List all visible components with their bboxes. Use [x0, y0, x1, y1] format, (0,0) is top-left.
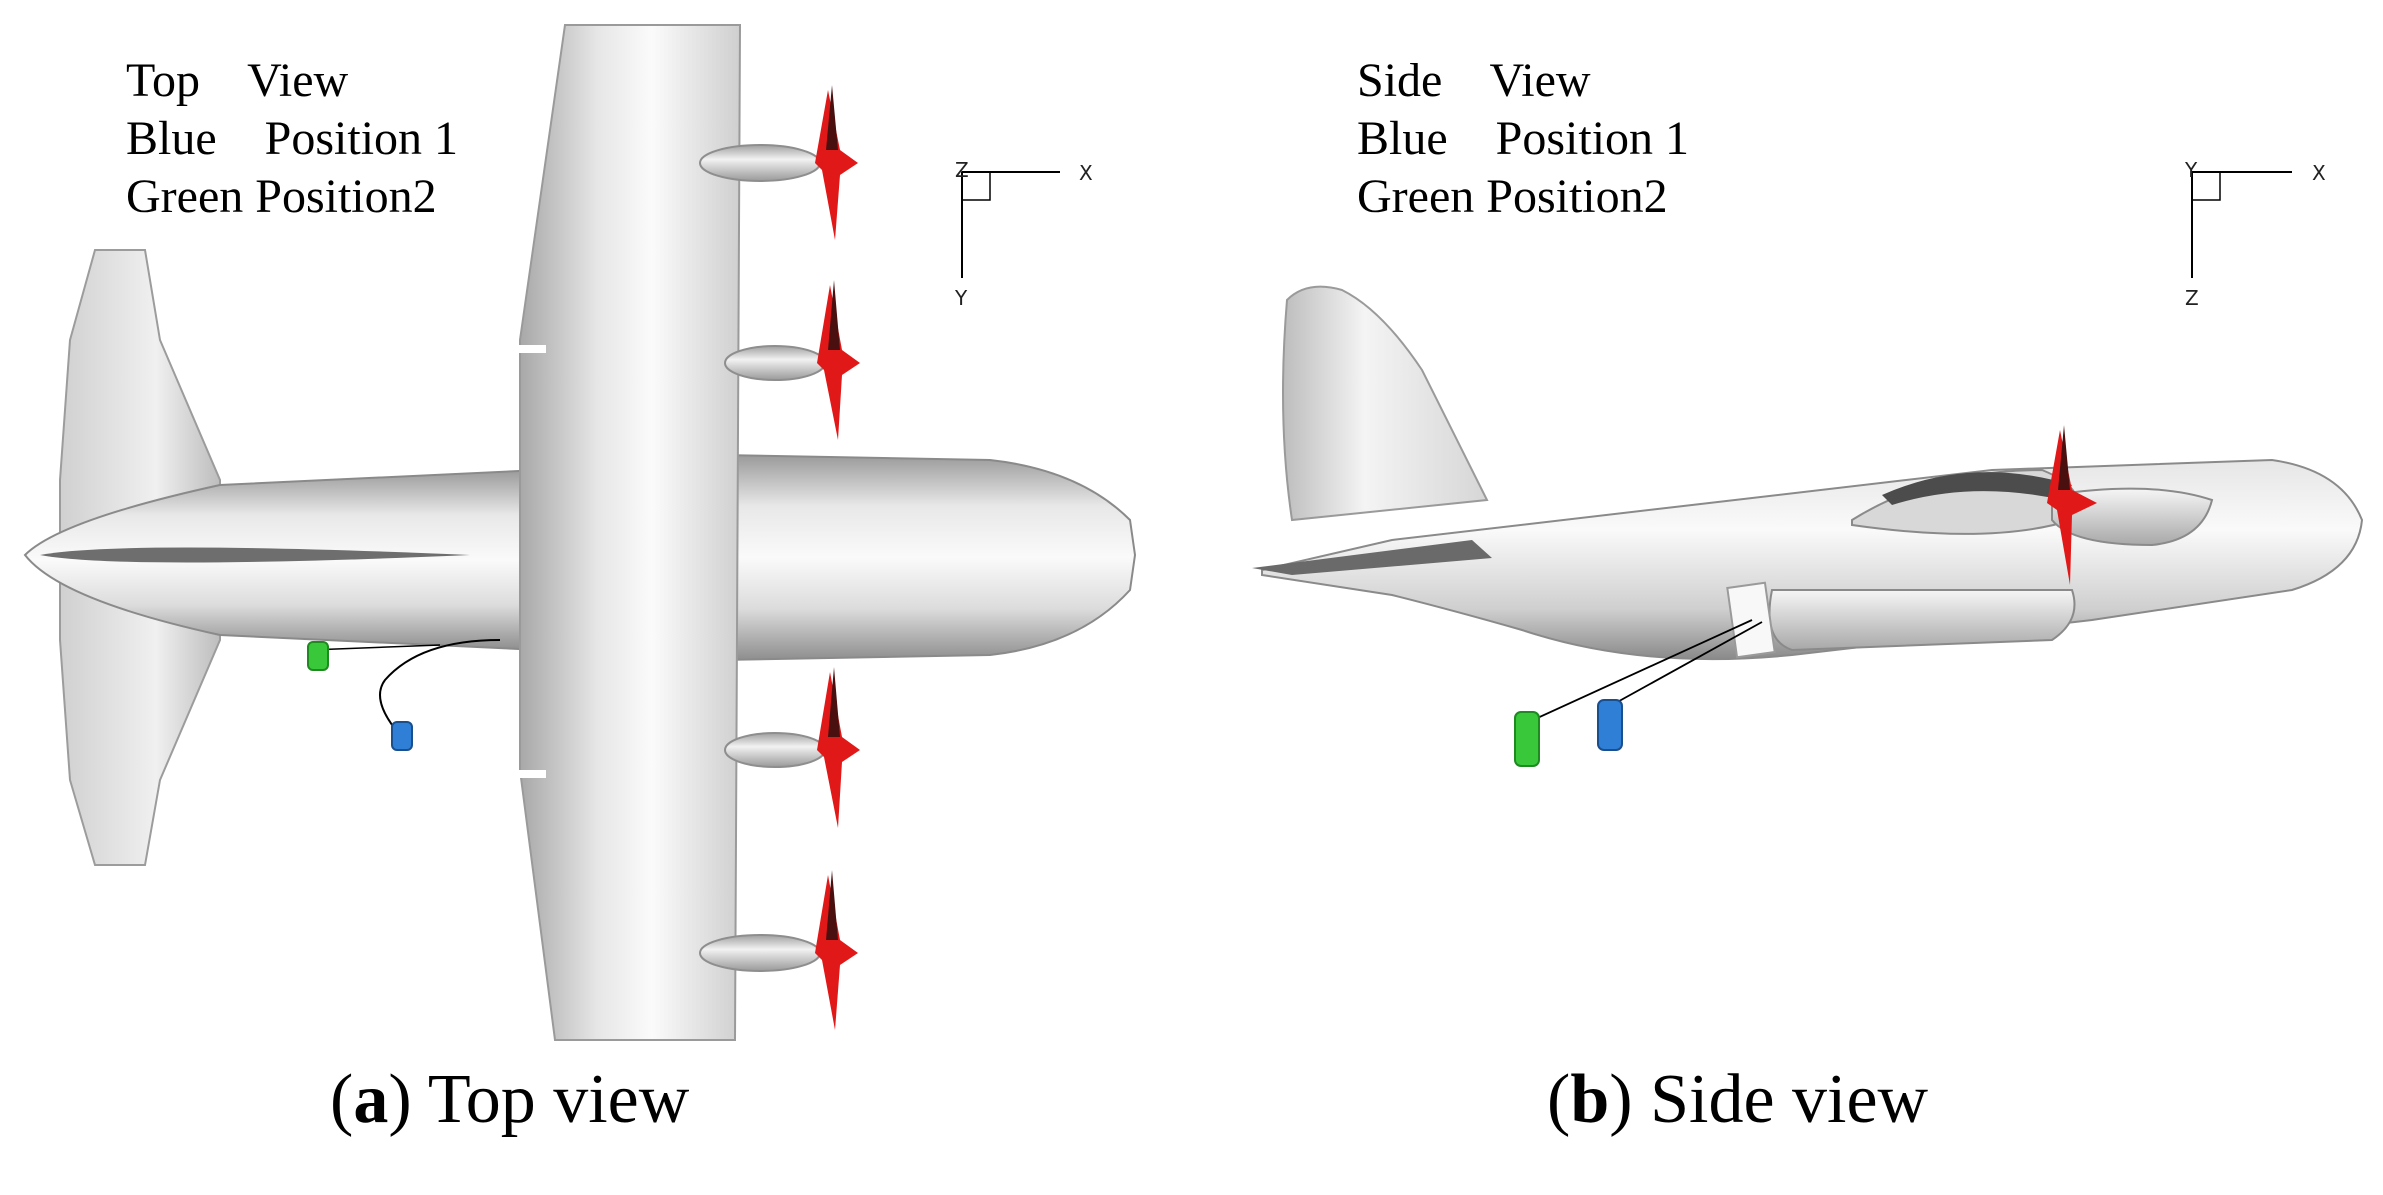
flap-lower: [518, 770, 546, 778]
wing-dark: [1882, 472, 2072, 505]
side-view-aircraft-render: [1252, 171, 2364, 767]
axis-triad-side: [2191, 171, 2292, 278]
caption-a-letter: a: [353, 1061, 389, 1138]
tether-line-2: [309, 644, 441, 651]
caption-a: (a) Top view: [330, 1061, 690, 1138]
axis-triad-top: [961, 171, 1060, 278]
caption-b-text: Side view: [1632, 1061, 1929, 1138]
payload-position-2-side: [1514, 711, 1540, 767]
flap-upper: [518, 345, 546, 353]
legend-line-view: Top View: [126, 54, 349, 107]
caption-a-text: Top view: [411, 1061, 690, 1138]
top-view-aircraft-render: [23, 24, 1137, 1041]
side-view-panel: X Y Z Side View Blue Position 1 Green Po…: [1192, 0, 2383, 1195]
side-horizontal-tail: [1252, 540, 1492, 575]
top-view-legend: Top View Blue Position 1 Green Position2: [126, 52, 458, 226]
payload-position-1-top: [391, 721, 413, 751]
caption-b-letter: b: [1570, 1061, 1610, 1138]
legend-line-blue: Blue Position 1: [1357, 112, 1690, 165]
propeller-side: [2047, 425, 2097, 585]
payload-position-1-side: [1597, 699, 1623, 751]
engine-2-top: [724, 280, 860, 440]
tether-line-side-1: [1521, 619, 1753, 726]
engine-1-top: [699, 85, 858, 240]
vertical-fin: [1282, 285, 1489, 522]
tail-cone-streak: [40, 547, 470, 563]
caption-b: (b) Side view: [1547, 1061, 1929, 1138]
main-wing: [519, 24, 742, 1041]
side-view-legend: Side View Blue Position 1 Green Position…: [1357, 52, 1689, 226]
forward-fuselage: [719, 453, 1137, 662]
tether-line: [379, 639, 501, 736]
top-view-panel: X Z Y Top View Blue Position 1 Green Pos…: [23, 24, 1137, 1138]
engine-4-top: [699, 870, 858, 1030]
legend-line-view: Side View: [1357, 54, 1591, 107]
engine-3-top: [724, 667, 860, 828]
legend-line-green: Green Position2: [126, 170, 437, 223]
gear-pod: [1768, 589, 2076, 652]
payload-position-2-top: [307, 641, 329, 671]
legend-line-blue: Blue Position 1: [126, 112, 459, 165]
tether-line-side-2: [1611, 621, 1763, 706]
legend-line-green: Green Position2: [1357, 170, 1668, 223]
